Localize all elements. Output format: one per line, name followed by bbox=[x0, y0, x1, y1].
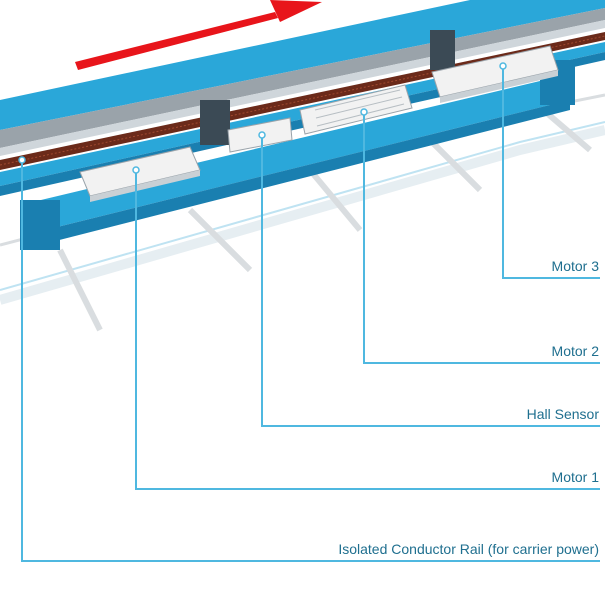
motor-2-component bbox=[299, 84, 413, 135]
carrier-body bbox=[20, 30, 575, 250]
label-motor3: Motor 3 bbox=[551, 258, 599, 274]
callout-dots bbox=[18, 62, 507, 174]
motor-1-component bbox=[79, 146, 201, 202]
callout-line-motor2 bbox=[363, 112, 600, 364]
callout-line-conductor-rail bbox=[21, 160, 600, 562]
label-conductor-rail: Isolated Conductor Rail (for carrier pow… bbox=[338, 541, 599, 557]
motor-3-component bbox=[431, 45, 559, 103]
direction-arrow-icon bbox=[75, 0, 322, 70]
callout-line-motor1 bbox=[135, 170, 600, 490]
label-hall-sensor: Hall Sensor bbox=[526, 406, 599, 422]
callout-line-hall-sensor bbox=[261, 135, 600, 427]
label-motor2: Motor 2 bbox=[551, 343, 599, 359]
label-motor1: Motor 1 bbox=[551, 469, 599, 485]
callout-line-motor3 bbox=[502, 66, 600, 279]
callout-lines bbox=[21, 66, 600, 562]
